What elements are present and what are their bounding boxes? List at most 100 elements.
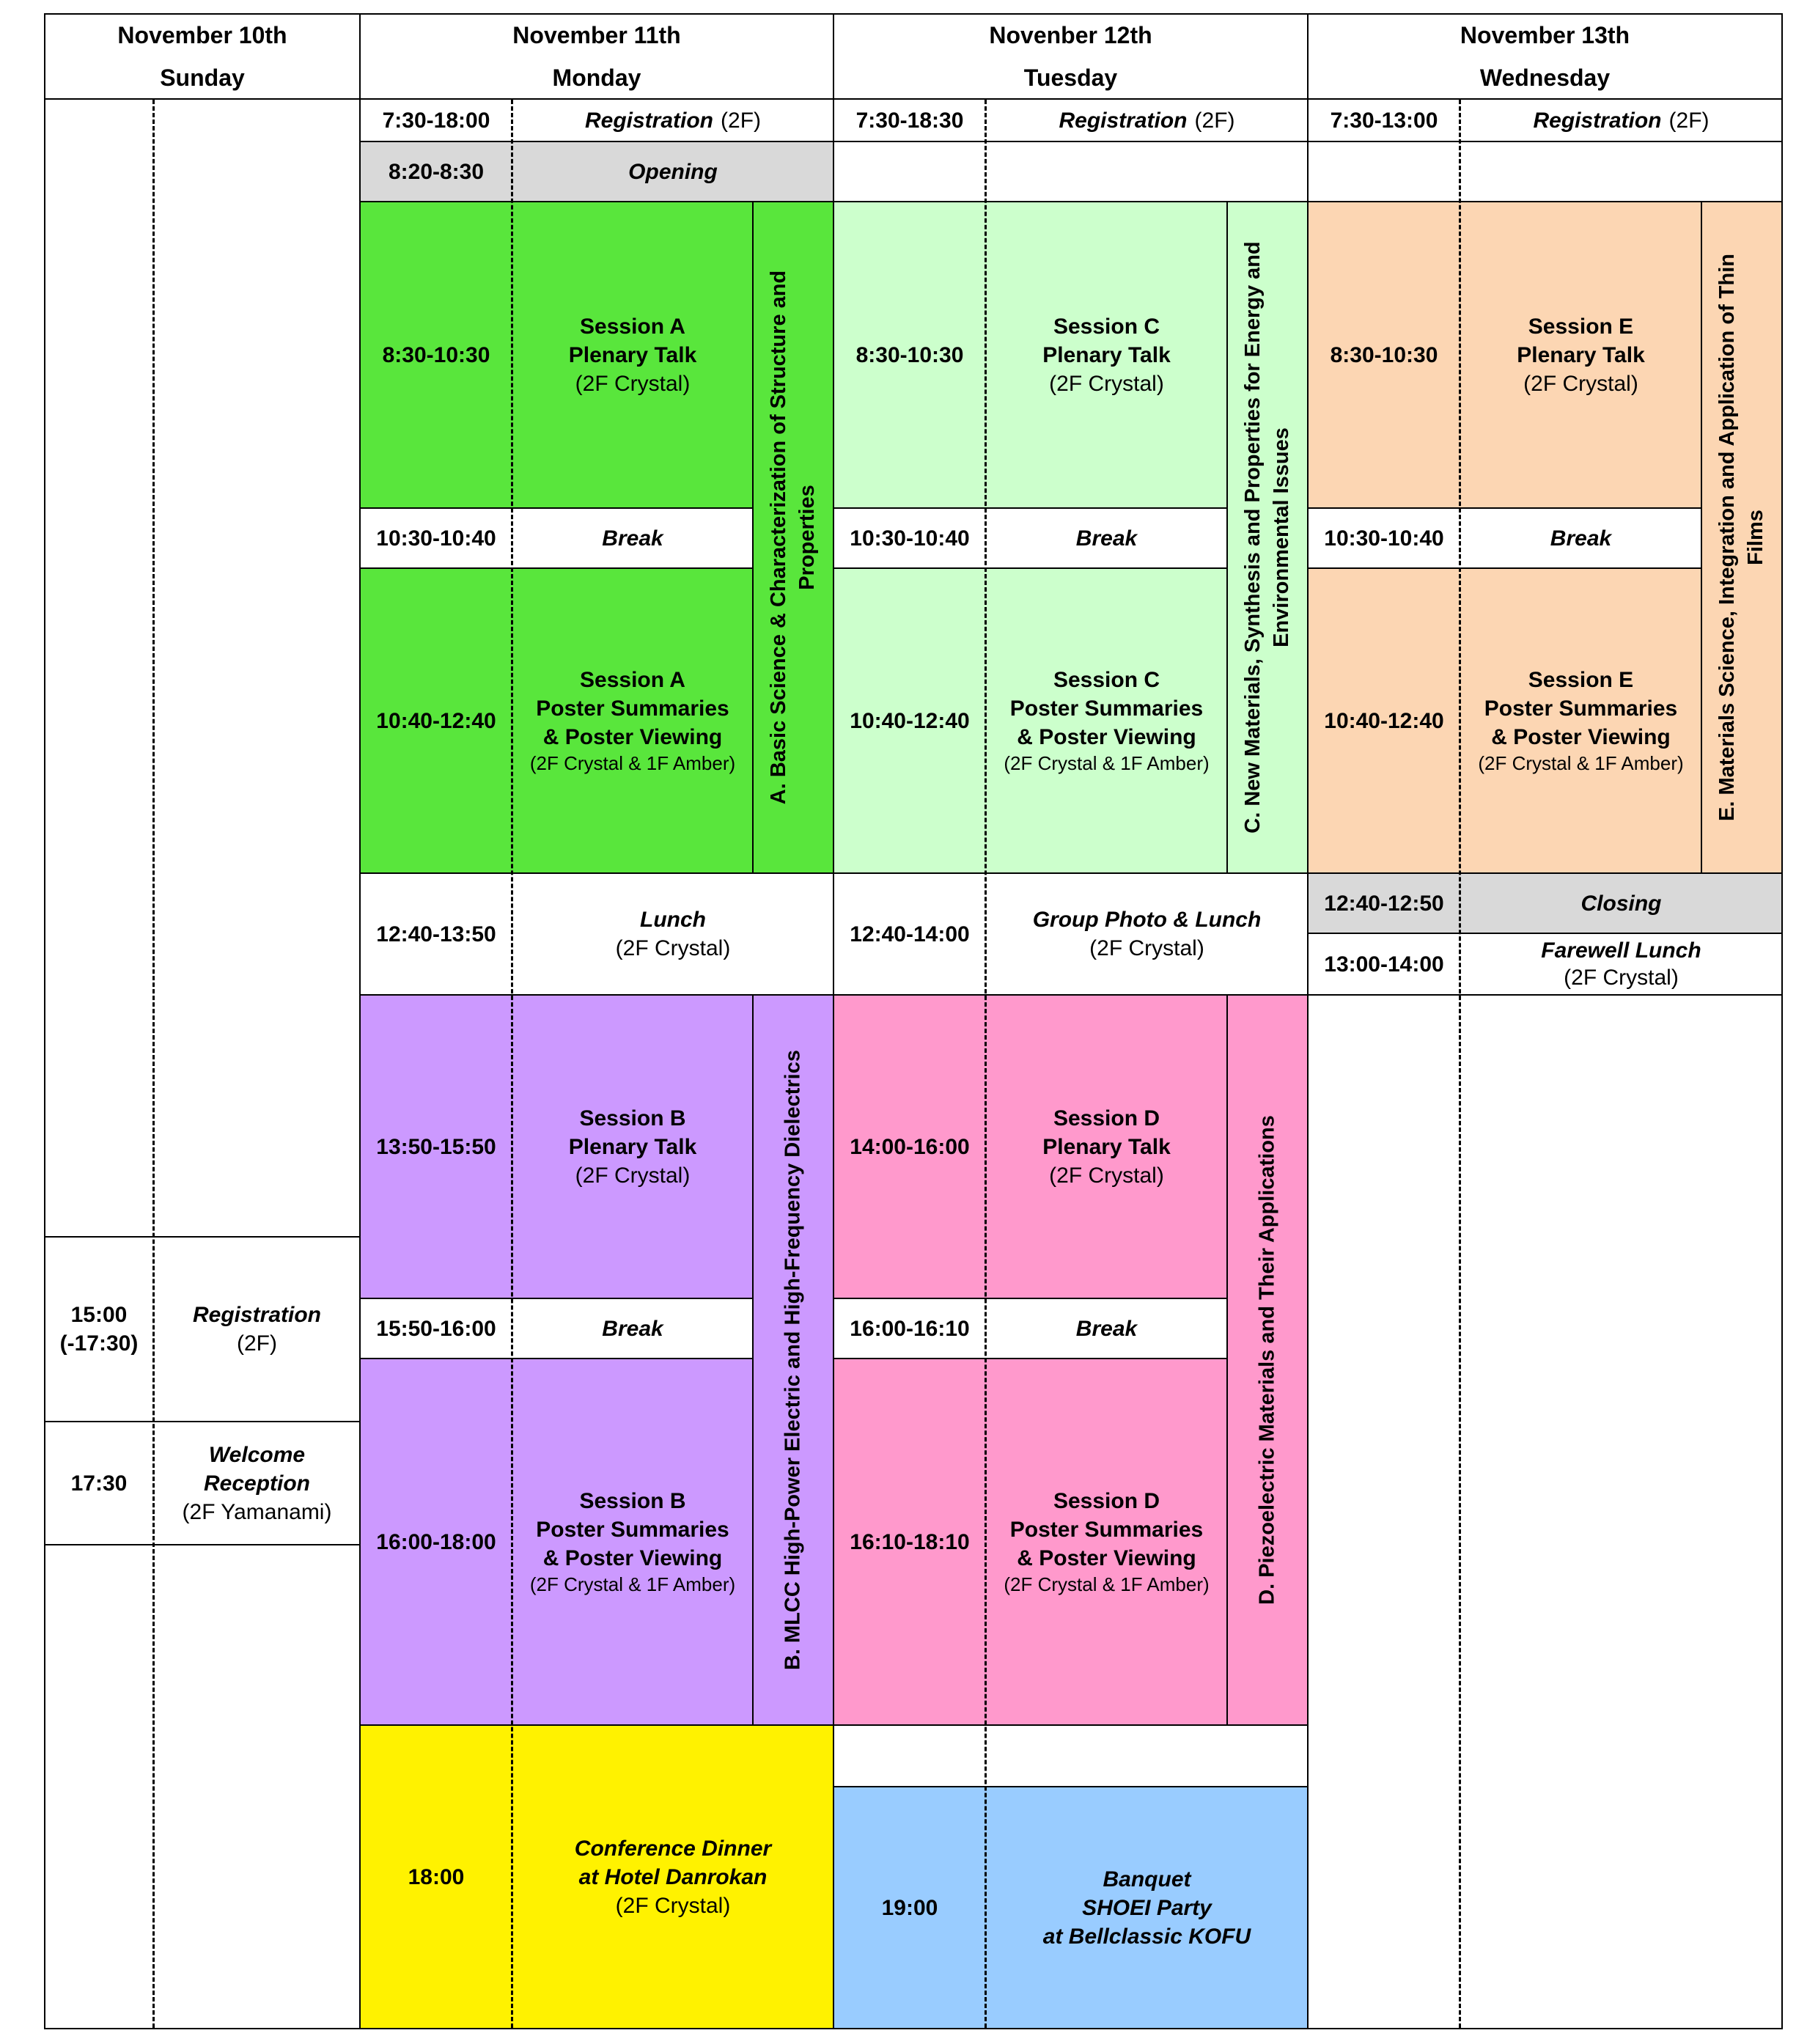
break-label: Break (1075, 1316, 1138, 1341)
monday-opening-time: 8:20-8:30 (388, 159, 485, 184)
session-time: 8:30-10:30 (855, 342, 964, 367)
day-weekday: Wednesday (1479, 65, 1611, 91)
tuesday-session-d-poster (833, 1358, 1228, 1726)
track-b-label: B. MLCC High-Power Electric and High-Fre… (752, 994, 834, 1726)
wednesday-session-e-poster (1307, 567, 1702, 874)
tuesday-break-1 (833, 507, 1228, 569)
tuesday-session-c-poster (833, 567, 1228, 874)
break-label: Break (602, 1316, 663, 1341)
session-time: 10:40-12:40 (850, 708, 970, 733)
day-weekday: Sunday (160, 65, 245, 91)
lunch-time: 12:40-14:00 (850, 922, 970, 946)
break-time: 15:50-16:00 (376, 1316, 496, 1341)
day-weekday: Monday (552, 65, 641, 91)
day-header-sunday: November 10th Sunday (44, 13, 361, 100)
session-time: 8:30-10:30 (1330, 342, 1438, 367)
day-date: November 13th (1460, 22, 1630, 48)
lunch-event: Lunch(2F Crystal) (615, 908, 731, 960)
session-time: 16:00-18:00 (376, 1529, 496, 1554)
tuesday-lunch-row (833, 872, 1309, 996)
break-label: Break (602, 526, 663, 551)
monday-session-a-plenary (359, 201, 754, 509)
tuesday-empty-row (833, 141, 1309, 202)
sunday-reception-time: 17:30 (70, 1471, 128, 1496)
day-date: November 10th (117, 22, 287, 48)
wednesday-empty-row (1307, 141, 1783, 202)
tuesday-session-d-plenary (833, 994, 1228, 1299)
break-time: 16:00-16:10 (850, 1316, 970, 1341)
day-header-monday: November 11th Monday (359, 13, 834, 100)
monday-registration-event: Registration(2F) (584, 108, 762, 133)
break-time: 10:30-10:40 (1324, 526, 1444, 551)
wednesday-registration-time: 7:30-13:00 (1330, 108, 1438, 133)
break-time: 10:30-10:40 (850, 526, 970, 551)
monday-break-2 (359, 1298, 754, 1359)
session-time: 16:10-18:10 (850, 1529, 970, 1554)
day-date: November 11th (512, 22, 681, 48)
monday-registration-time: 7:30-18:00 (382, 108, 490, 133)
break-label: Break (1550, 526, 1612, 551)
day-header-wednesday: November 13th Wednesday (1307, 13, 1783, 100)
tuesday-break-2 (833, 1298, 1228, 1359)
wednesday-session-e-plenary (1307, 201, 1702, 509)
day-weekday: Tuesday (1023, 65, 1118, 91)
column-divider (1459, 100, 1461, 2028)
monday-opening-event: Opening (628, 159, 718, 184)
track-d-label: D. Piezoelectric Materials and Their App… (1226, 994, 1309, 1726)
sunday-column (44, 98, 361, 2029)
monday-opening-row (359, 141, 834, 202)
farewell-time: 13:00-14:00 (1324, 952, 1444, 977)
monday-lunch-row (359, 872, 834, 996)
session-time: 10:40-12:40 (376, 708, 496, 733)
sunday-reception (44, 1421, 361, 1545)
break-label: Break (1075, 526, 1138, 551)
session-time: 8:30-10:30 (382, 342, 490, 367)
session-time: 13:50-15:50 (376, 1134, 496, 1159)
tuesday-registration-time: 7:30-18:30 (855, 108, 964, 133)
sunday-registration-time: 15:00 (-17:30) (59, 1303, 139, 1356)
monday-dinner (359, 1724, 834, 2029)
wednesday-farewell-row (1307, 933, 1783, 996)
farewell-event: Farewell Lunch(2F Crystal) (1541, 938, 1701, 990)
track-e-label: E. Materials Science, Integration and Ap… (1701, 201, 1783, 874)
closing-event: Closing (1580, 891, 1662, 916)
column-divider (511, 100, 513, 2028)
wednesday-registration-event: Registration(2F) (1533, 108, 1710, 133)
closing-time: 12:40-12:50 (1324, 891, 1444, 916)
break-time: 10:30-10:40 (376, 526, 496, 551)
monday-session-b-plenary (359, 994, 754, 1299)
dinner-time: 18:00 (408, 1864, 465, 1889)
track-c-label: C. New Materials, Synthesis and Properti… (1226, 201, 1309, 874)
monday-session-a-poster (359, 567, 754, 874)
column-divider (985, 100, 987, 2028)
monday-break-1 (359, 507, 754, 569)
tuesday-banquet (833, 1786, 1309, 2029)
tuesday-registration-event: Registration(2F) (1059, 108, 1235, 133)
track-a-label: A. Basic Science & Characterization of S… (752, 201, 834, 874)
sunday-registration (44, 1236, 361, 1422)
banquet-time: 19:00 (881, 1895, 938, 1920)
lunch-time: 12:40-13:50 (376, 922, 496, 946)
lunch-event: Group Photo & Lunch(2F Crystal) (1032, 908, 1262, 960)
sunday-registration-event: Registration (2F) (192, 1303, 322, 1356)
day-header-tuesday: Novenber 12th Tuesday (833, 13, 1309, 100)
session-time: 10:40-12:40 (1324, 708, 1444, 733)
wednesday-empty-afternoon (1307, 994, 1783, 2029)
column-divider (152, 100, 155, 2028)
session-time: 14:00-16:00 (850, 1134, 970, 1159)
tuesday-registration-row (833, 98, 1309, 142)
tuesday-empty-evening-row (833, 1724, 1309, 1787)
